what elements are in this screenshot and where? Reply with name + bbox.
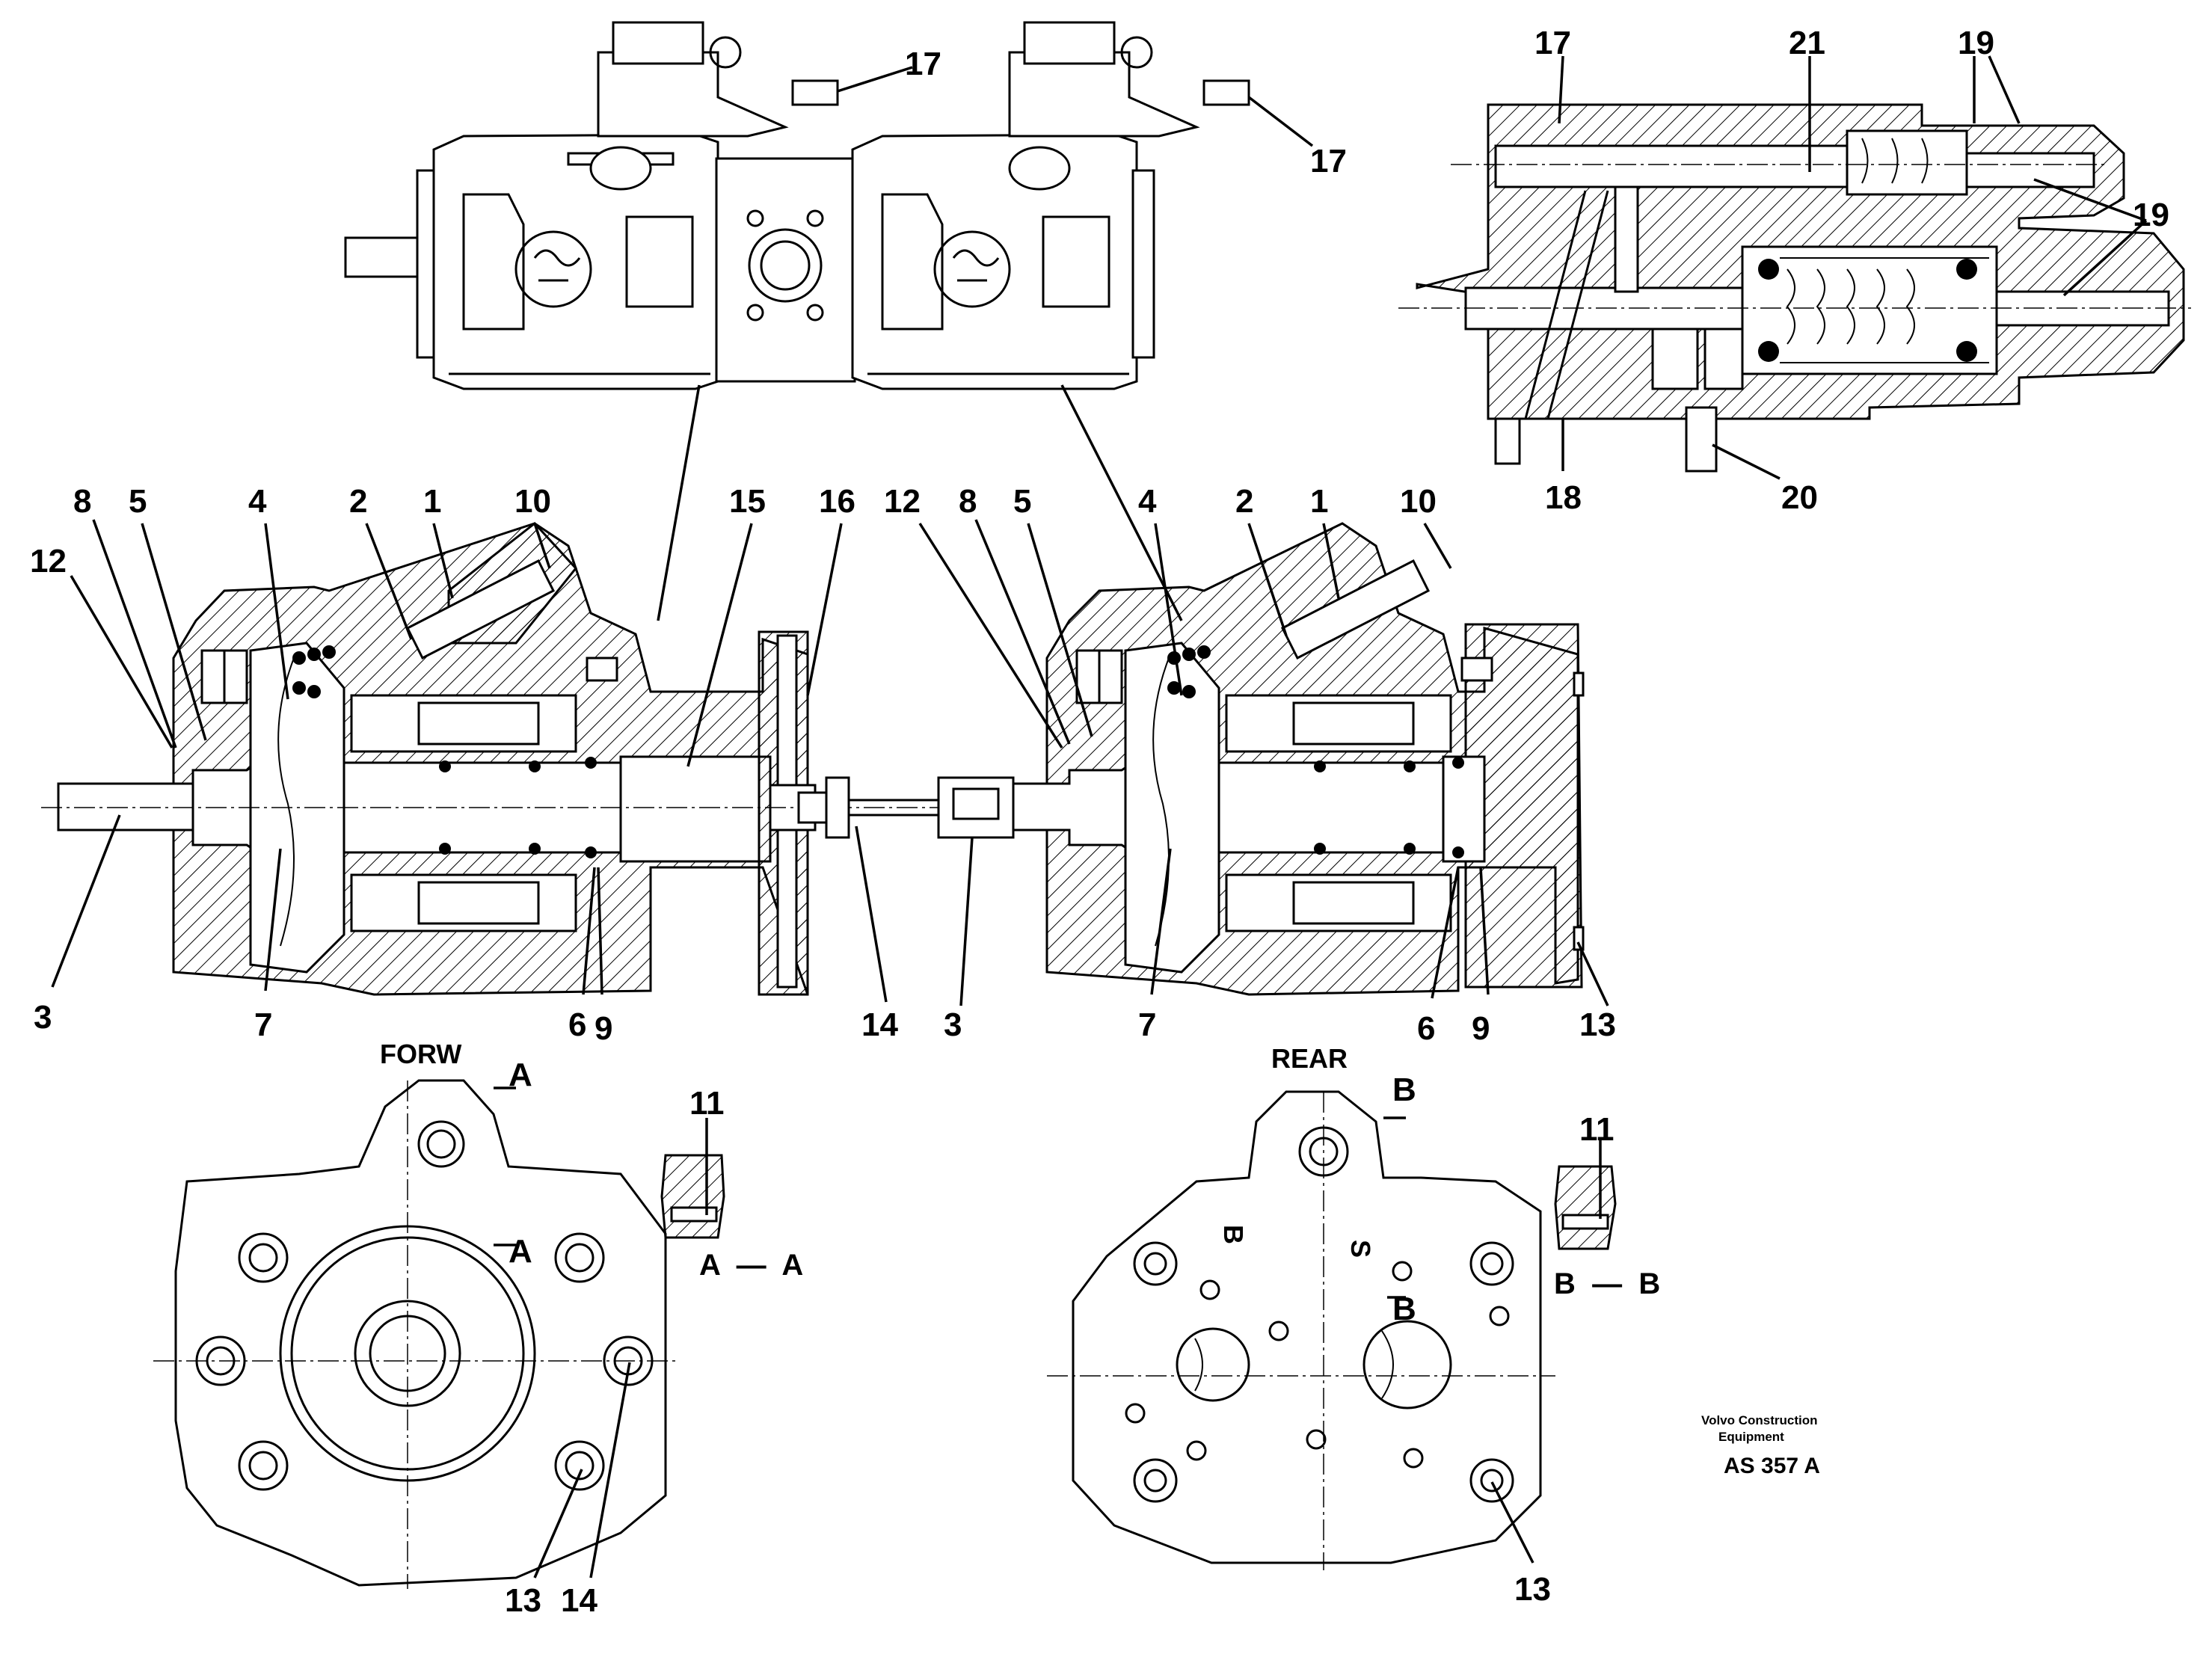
callout-3: 3: [944, 1006, 962, 1043]
callout-6: 6: [1417, 1010, 1435, 1047]
callout-5: 5: [1013, 483, 1031, 520]
rear-end-view: [1047, 1090, 1555, 1570]
callout-11: 11: [689, 1085, 725, 1122]
callout-21: 21: [1789, 25, 1825, 61]
callout-15: 15: [729, 483, 766, 520]
callout-9: 9: [1472, 1010, 1490, 1047]
callout-1: 1: [423, 483, 441, 520]
left-pump-section: [41, 521, 1092, 996]
coupling-shaft: [797, 776, 1015, 839]
face-letter-s: S: [1345, 1240, 1376, 1258]
right-pump-section: [1012, 522, 1585, 996]
tandem-pump-exterior: [344, 21, 1250, 621]
callout-12: 12: [30, 543, 67, 580]
section-mark-b: B: [1392, 1072, 1416, 1108]
section-label-bb: B — B: [1554, 1267, 1660, 1300]
callout-7: 7: [254, 1006, 272, 1043]
callout-5: 5: [129, 483, 147, 520]
callout-2: 2: [1235, 483, 1253, 520]
callout-9: 9: [595, 1010, 612, 1047]
callout-labels: 17 17 17 21 19 19 18 20 12 8 5 4 2 1 10 …: [30, 25, 2169, 1619]
callout-18: 18: [1545, 479, 1582, 516]
callout-10: 10: [514, 483, 551, 520]
callout-14: 14: [561, 1582, 597, 1619]
callout-20: 20: [1781, 479, 1818, 516]
face-letter-b: B: [1218, 1225, 1249, 1244]
section-aa-detail: [660, 1154, 725, 1239]
section-mark-a: A: [509, 1233, 532, 1270]
callout-8: 8: [73, 483, 91, 520]
callout-14: 14: [861, 1006, 898, 1043]
callout-13: 13: [1579, 1006, 1616, 1043]
callout-19: 19: [2133, 197, 2169, 233]
section-mark-a: A: [509, 1057, 532, 1093]
callout-11: 11: [1579, 1111, 1615, 1148]
callout-2: 2: [349, 483, 367, 520]
company-line-2: Equipment: [1718, 1430, 1784, 1444]
control-valve-section: [1398, 103, 2191, 473]
callout-4: 4: [248, 483, 267, 520]
callout-8: 8: [959, 483, 977, 520]
callout-19: 19: [1958, 25, 1994, 61]
callout-3: 3: [34, 999, 52, 1036]
callout-6: 6: [568, 1006, 586, 1043]
forw-end-view: [153, 1079, 677, 1589]
section-label-aa: A — A: [699, 1249, 803, 1282]
drawing-reference: AS 357 A: [1724, 1454, 1820, 1478]
callout-17: 17: [1310, 143, 1347, 179]
callout-leaders: [51, 55, 2148, 1219]
view-labels: FORW REAR A — A B — B: [380, 1039, 1660, 1300]
view-label-forw: FORW: [380, 1039, 461, 1069]
callout-17: 17: [1534, 25, 1571, 61]
callout-13: 13: [505, 1582, 541, 1619]
callout-7: 7: [1138, 1006, 1156, 1043]
view-label-rear: REAR: [1271, 1043, 1348, 1074]
callout-13: 13: [1514, 1571, 1551, 1608]
callout-17: 17: [905, 46, 941, 82]
callout-4: 4: [1138, 483, 1157, 520]
callout-10: 10: [1400, 483, 1437, 520]
section-mark-b: B: [1392, 1291, 1416, 1327]
company-line-1: Volvo Construction: [1701, 1413, 1818, 1427]
drawing-footer: Volvo Construction Equipment AS 357 A: [1701, 1413, 1820, 1478]
callout-1: 1: [1310, 483, 1328, 520]
callout-12: 12: [884, 483, 921, 520]
section-bb-detail: [1554, 1165, 1617, 1250]
callout-16: 16: [819, 483, 855, 520]
